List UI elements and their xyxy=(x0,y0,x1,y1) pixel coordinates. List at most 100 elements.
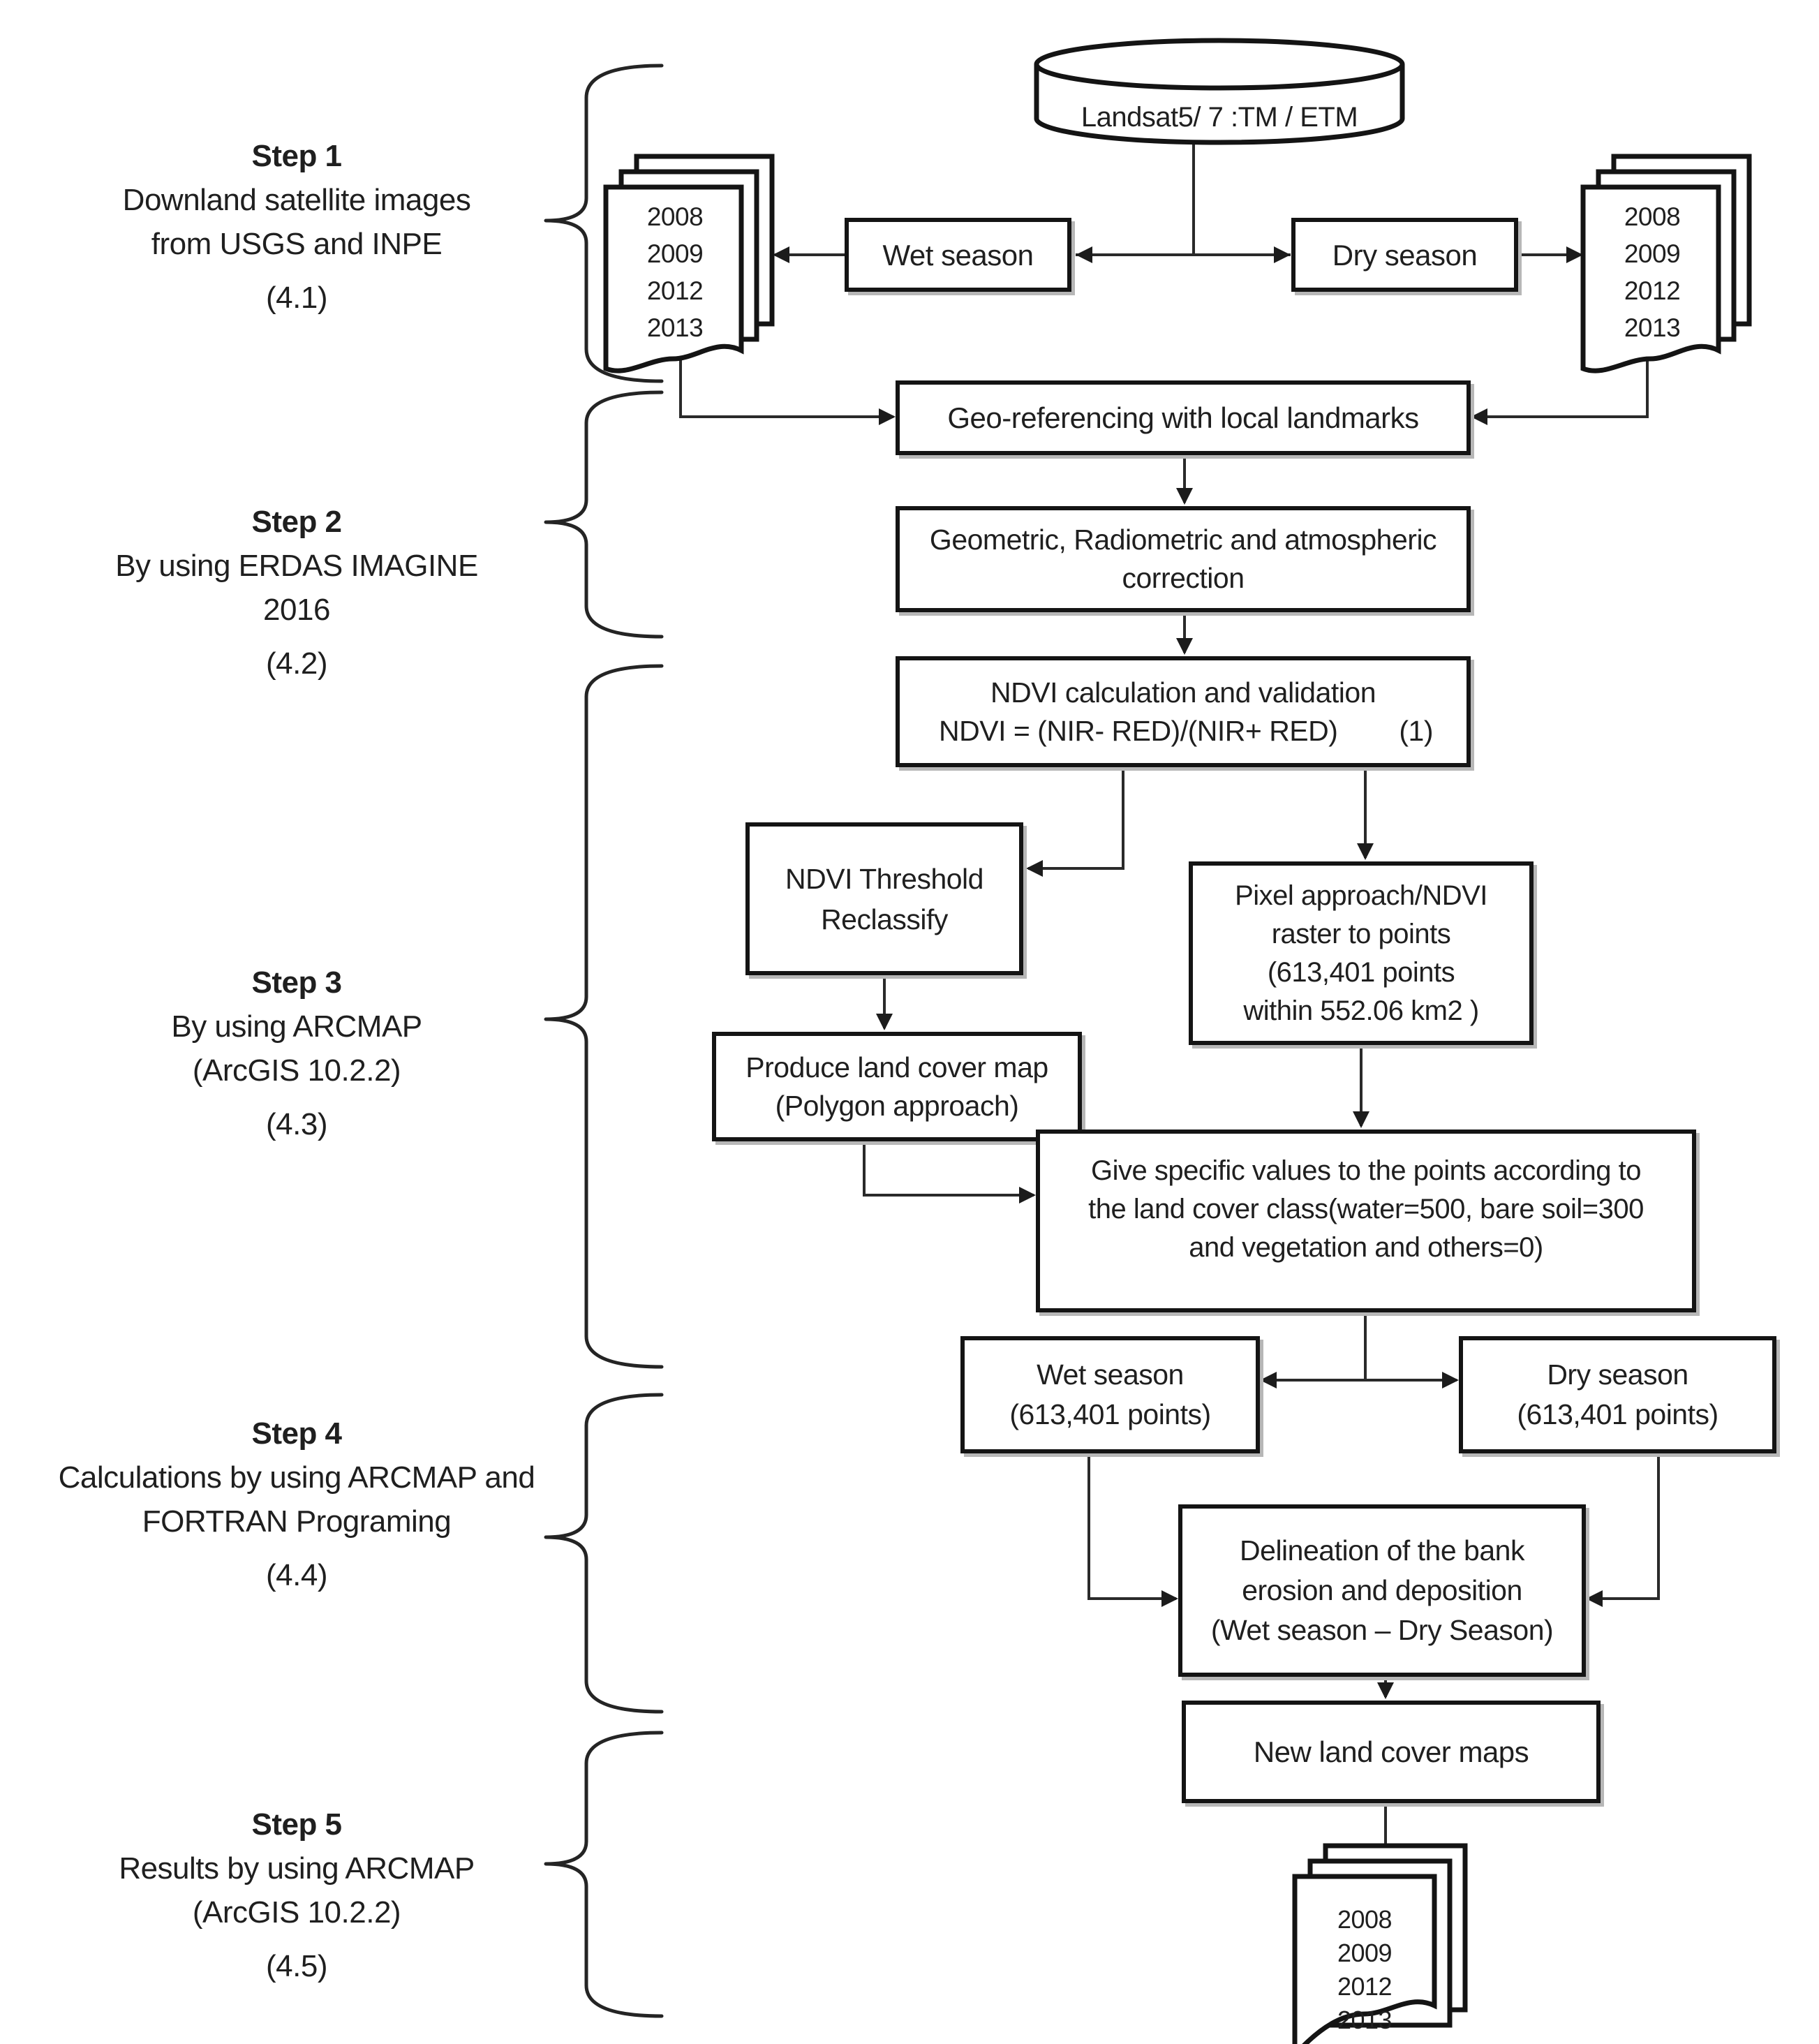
ndvi-equation-number: (1) xyxy=(1399,714,1433,747)
new-landcover-maps-box: New land cover maps xyxy=(1182,1701,1601,1803)
wet-points-box: Wet season (613,401 points) xyxy=(960,1336,1260,1453)
give-line-3: and vegetation and others=0) xyxy=(1189,1232,1543,1263)
year-item: 2008 xyxy=(646,202,704,231)
connector-cylinder-split xyxy=(1076,143,1291,256)
step-2-line-1: By using ERDAS IMAGINE xyxy=(115,549,478,583)
give-line-2: the land cover class(water=500, bare soi… xyxy=(1088,1194,1644,1224)
wet-season-box: Wet season xyxy=(845,218,1071,292)
ndvi-formula: NDVI = (NIR- RED)/(NIR+ RED) xyxy=(939,714,1338,747)
delineation-line-1: Delineation of the bank xyxy=(1240,1534,1524,1567)
step-5-line-2: (ArcGIS 10.2.2) xyxy=(192,1895,401,1930)
year-item: 2013 xyxy=(1624,313,1681,342)
geo-referencing-box: Geo-referencing with local landmarks xyxy=(896,380,1471,455)
dry-season-box: Dry season xyxy=(1291,218,1518,292)
step-4-ref: (4.4) xyxy=(266,1558,327,1592)
give-values-box: Give specific values to the points accor… xyxy=(1036,1130,1696,1312)
step-4-title: Step 4 xyxy=(251,1416,342,1451)
step-3-label: Step 3 By using ARCMAP (ArcGIS 10.2.2) (… xyxy=(38,961,555,1146)
produce-line-1: Produce land cover map xyxy=(745,1051,1048,1083)
delineation-box: Delineation of the bank erosion and depo… xyxy=(1178,1504,1586,1677)
connector-leftstack-to-georef xyxy=(679,350,893,418)
year-item: 2009 xyxy=(646,239,704,268)
pixel-line-3: (613,401 points xyxy=(1267,956,1455,988)
year-item: 2012 xyxy=(1337,1972,1393,2001)
years-list-right: 2008 2009 2012 2013 xyxy=(1587,198,1717,346)
dry-season-label: Dry season xyxy=(1332,238,1478,272)
year-item: 2013 xyxy=(1337,2006,1393,2034)
step-4-label: Step 4 Calculations by using ARCMAP and … xyxy=(38,1412,555,1597)
brace-step-5 xyxy=(544,1731,664,2018)
document-stack-left xyxy=(603,154,775,373)
step-3-title: Step 3 xyxy=(251,965,342,1000)
dry-points-line-1: Dry season xyxy=(1547,1358,1688,1391)
pixel-line-2: raster to points xyxy=(1271,918,1451,949)
step-2-title: Step 2 xyxy=(251,505,342,539)
cylinder-landsat xyxy=(1034,38,1405,145)
document-stack-result xyxy=(1292,1843,1468,2044)
year-item: 2008 xyxy=(1337,1905,1393,1934)
step-1-title: Step 1 xyxy=(251,139,342,173)
ndvi-line-1: NDVI calculation and validation xyxy=(990,676,1376,709)
wet-season-label: Wet season xyxy=(882,238,1034,272)
step-1-line-2: from USGS and INPE xyxy=(151,227,443,261)
wet-points-line-1: Wet season xyxy=(1037,1358,1184,1391)
correction-line-1: Geometric, Radiometric and atmospheric xyxy=(929,524,1437,556)
threshold-line-2: Reclassify xyxy=(821,903,948,935)
cylinder-label: Landsat5/ 7 :TM / ETM xyxy=(1081,102,1358,133)
step-1-ref: (4.1) xyxy=(266,281,327,315)
produce-line-2: (Polygon approach) xyxy=(775,1089,1019,1122)
step-5-title: Step 5 xyxy=(251,1807,342,1842)
pixel-approach-box: Pixel approach/NDVI raster to points (61… xyxy=(1189,861,1534,1045)
document-stack-right xyxy=(1580,154,1752,373)
year-item: 2008 xyxy=(1624,202,1681,231)
step-3-line-2: (ArcGIS 10.2.2) xyxy=(192,1053,401,1088)
year-item: 2012 xyxy=(1624,276,1681,305)
brace-step-3 xyxy=(544,664,664,1369)
connector-produce-to-give xyxy=(863,1141,1034,1197)
step-2-ref: (4.2) xyxy=(266,646,327,681)
brace-step-1 xyxy=(544,64,664,383)
brace-step-2 xyxy=(544,390,664,639)
produce-landcover-box: Produce land cover map (Polygon approach… xyxy=(712,1032,1082,1141)
delineation-line-3: (Wet season – Dry Season) xyxy=(1210,1614,1554,1646)
step-1-line-1: Downland satellite images xyxy=(122,183,471,217)
step-5-ref: (4.5) xyxy=(266,1949,327,1983)
years-list-left: 2008 2009 2012 2013 xyxy=(610,198,740,346)
step-3-line-1: By using ARCMAP xyxy=(171,1009,422,1044)
new-maps-label: New land cover maps xyxy=(1253,1735,1529,1768)
dry-points-box: Dry season (613,401 points) xyxy=(1459,1336,1776,1453)
year-item: 2009 xyxy=(1624,239,1681,268)
year-item: 2013 xyxy=(646,313,704,342)
arrowheads xyxy=(773,246,1603,1874)
step-3-ref: (4.3) xyxy=(266,1107,327,1141)
threshold-line-1: NDVI Threshold xyxy=(785,862,983,895)
connector-rightstack-to-georef xyxy=(1473,350,1649,418)
step-1-label: Step 1 Downland satellite images from US… xyxy=(38,134,555,320)
step-5-label: Step 5 Results by using ARCMAP (ArcGIS 1… xyxy=(38,1802,555,1988)
step-2-line-2: 2016 xyxy=(263,593,330,627)
connector-wetpoints-to-delineation xyxy=(1087,1453,1176,1600)
ndvi-box: NDVI calculation and validation NDVI = (… xyxy=(896,656,1471,767)
ndvi-line-2: NDVI = (NIR- RED)/(NIR+ RED) (1) xyxy=(900,712,1467,750)
wet-points-line-2: (613,401 points) xyxy=(1009,1398,1211,1430)
give-line-1: Give specific values to the points accor… xyxy=(1090,1155,1642,1186)
year-item: 2012 xyxy=(646,276,704,305)
step-5-line-1: Results by using ARCMAP xyxy=(119,1851,475,1886)
connector-ndvi-to-threshold xyxy=(1028,767,1124,870)
dry-points-line-2: (613,401 points) xyxy=(1517,1398,1718,1430)
step-2-label: Step 2 By using ERDAS IMAGINE 2016 (4.2) xyxy=(38,500,555,686)
delineation-line-2: erosion and deposition xyxy=(1242,1574,1522,1606)
step-4-line-1: Calculations by using ARCMAP and xyxy=(58,1460,535,1495)
connector-drypoints-to-delineation xyxy=(1588,1453,1660,1600)
pixel-line-1: Pixel approach/NDVI xyxy=(1235,880,1487,911)
correction-line-2: correction xyxy=(1122,562,1245,594)
correction-box: Geometric, Radiometric and atmospheric c… xyxy=(896,506,1471,612)
years-list-result: 2008 2009 2012 2013 xyxy=(1298,1903,1431,2037)
ndvi-threshold-box: NDVI Threshold Reclassify xyxy=(745,822,1023,975)
step-4-line-2: FORTRAN Programing xyxy=(142,1504,452,1539)
brace-step-4 xyxy=(544,1393,664,1714)
year-item: 2009 xyxy=(1337,1939,1393,1967)
pixel-line-4: within 552.06 km2 ) xyxy=(1243,995,1479,1026)
